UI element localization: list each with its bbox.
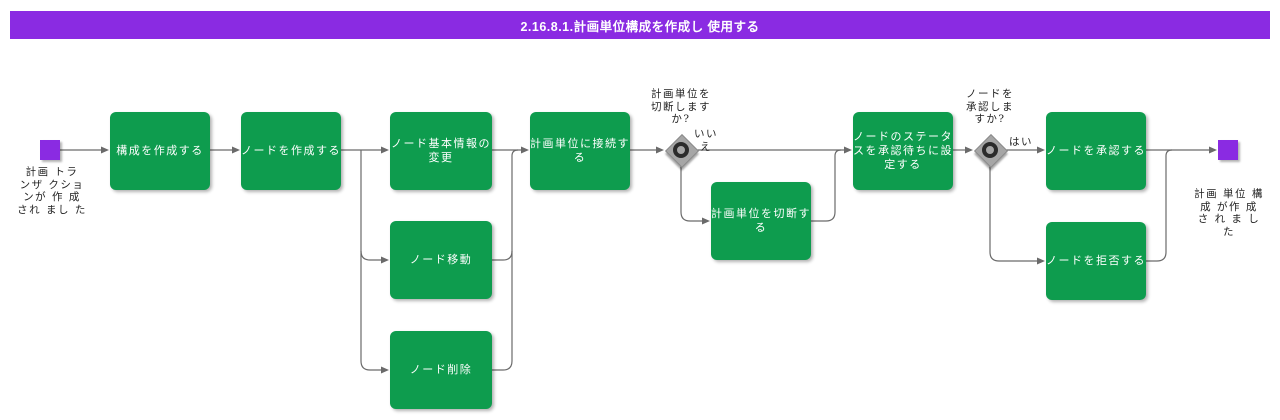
gateway-approve-circle-icon: [982, 142, 998, 158]
activity-reject-node: ノードを拒否する: [1046, 222, 1146, 300]
arrowhead: [965, 146, 973, 154]
activity-connect-unit: 計画単位に接続す る: [530, 112, 630, 190]
arrowhead: [381, 146, 389, 154]
start-event-label: 計画 トラ ンザ クショ ンが 作 成 され まし た: [17, 166, 87, 216]
activity-approve-node: ノードを承認する: [1046, 112, 1146, 190]
title-banner: 2.16.8.1.計画単位構成を作成し 使用する: [10, 11, 1270, 39]
edge-branch-to-move: [360, 250, 381, 261]
gateway-approve-question: ノードを 承認しま すか?: [966, 88, 1014, 125]
arrowhead: [1037, 257, 1045, 265]
activity-delete-node: ノード削除: [390, 331, 492, 409]
page-title: 2.16.8.1.計画単位構成を作成し 使用する: [520, 19, 760, 34]
edge-delete-merge: [492, 149, 519, 371]
arrowhead: [1209, 146, 1217, 154]
arrowhead: [1037, 146, 1045, 154]
arrowhead: [381, 256, 389, 264]
edge-reject-merge: [1146, 149, 1173, 262]
gateway-disconnect-no-label: いい え: [694, 128, 718, 153]
arrowhead: [702, 217, 710, 225]
activity-disconnect-unit: 計画単位を切断す る: [711, 182, 811, 260]
edge-move-merge: [492, 250, 513, 261]
arrowhead: [232, 146, 240, 154]
start-event-node: [40, 140, 60, 160]
activity-change-node-info: ノード基本情報の 変更: [390, 112, 492, 190]
edge-disconnect-merge: [811, 149, 842, 222]
activity-create-node: ノードを作成する: [241, 112, 341, 190]
activity-move-node: ノード移動: [390, 221, 492, 299]
arrowhead: [844, 146, 852, 154]
end-event-label: 計画 単位 構 成 が作 成 さ れ ま し た: [1194, 188, 1264, 238]
gateway-approve-yes-label: はい: [1009, 136, 1033, 148]
edge-gateway2-to-reject: [989, 165, 1037, 262]
gateway-disconnect-question: 計画単位を 切断します か?: [651, 88, 711, 125]
edge-gateway1-to-disconnect: [680, 165, 702, 222]
arrowhead: [101, 146, 109, 154]
arrowhead: [521, 146, 529, 154]
arrowhead: [381, 366, 389, 374]
end-event-node: [1218, 140, 1238, 160]
arrowhead: [656, 146, 664, 154]
edge-branch-to-delete: [360, 150, 381, 371]
gateway-disconnect-circle-icon: [673, 142, 689, 158]
activity-create-config: 構成を作成する: [110, 112, 210, 190]
activity-set-status: ノードのステータ スを承認待ちに設 定する: [853, 112, 953, 190]
